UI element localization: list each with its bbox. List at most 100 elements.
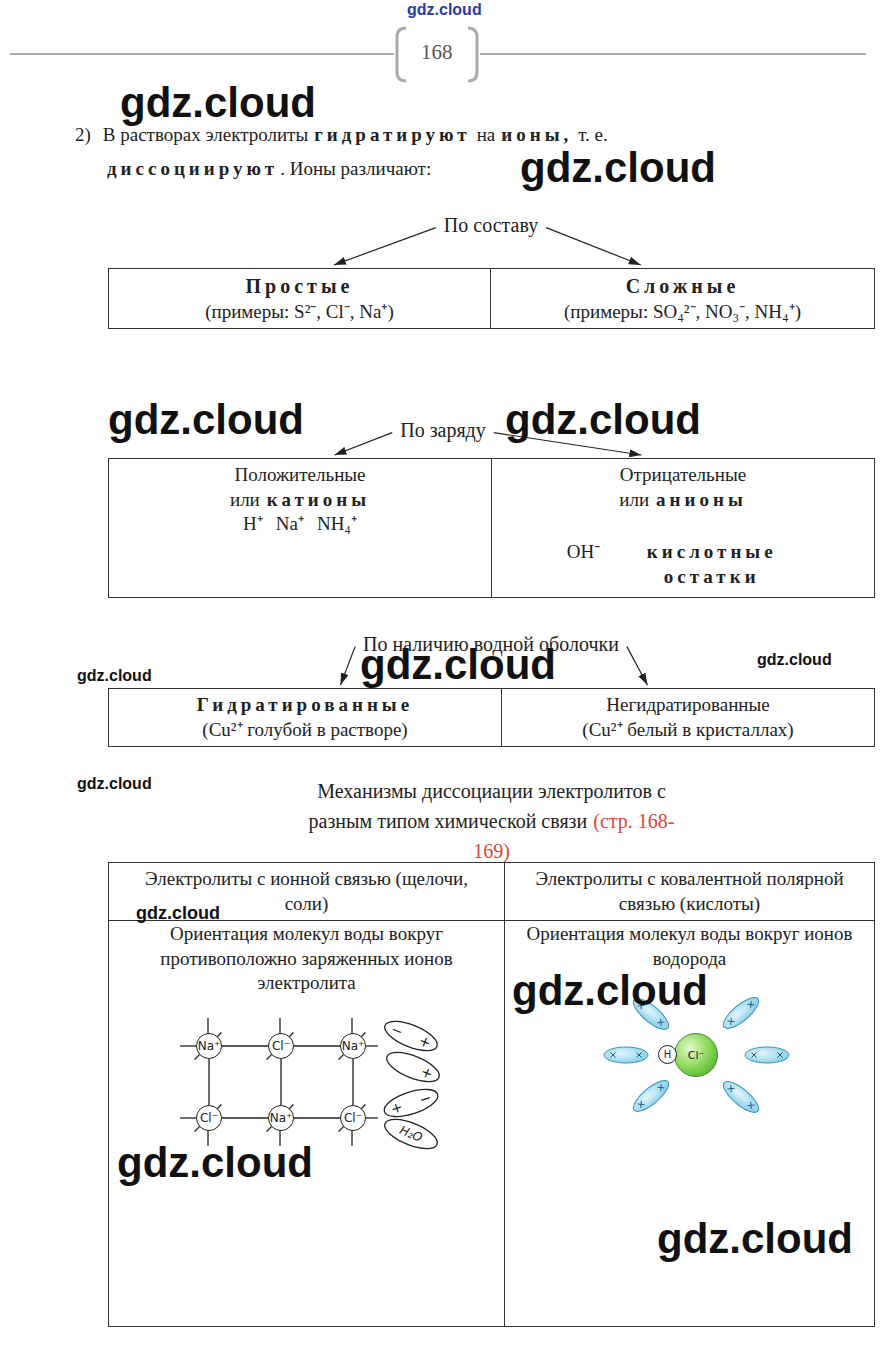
text-line: Отрицательные — [500, 463, 866, 488]
text-line: По заряду — [400, 417, 486, 443]
water-ellipse — [719, 993, 763, 1034]
text-line: Гидратированные — [117, 693, 493, 718]
hydrogen-atom: H — [658, 1045, 677, 1064]
text-line: Простые — [117, 273, 482, 300]
watermark: gdz.cloud — [108, 399, 304, 441]
node-text: H⁺ — [243, 513, 263, 534]
node-text: Электролиты с ковалентной полярной связь… — [535, 868, 843, 914]
water-molecule — [719, 1077, 763, 1118]
text-line: (примеры: SO₄²⁻, NO₃⁻, NH₄⁺) — [499, 300, 866, 325]
paragraph-text: 2) — [75, 124, 91, 145]
node-text: или — [230, 489, 260, 510]
page-bracket — [397, 28, 406, 81]
atom-symbol: Cl⁻ — [200, 1111, 218, 1125]
lattice-stub — [364, 1117, 378, 1118]
dipole-charges: −+ — [380, 1014, 443, 1058]
charge-mark — [657, 1084, 664, 1091]
tree-arrow — [334, 228, 436, 265]
dipole-ellipse — [381, 1084, 441, 1122]
watermark: gdz.cloud — [657, 1218, 853, 1260]
node-text: Ориентация молекул воды вокруг ионов вод… — [527, 923, 853, 969]
watermark: gdz.cloud — [407, 2, 482, 18]
water-molecule — [604, 1047, 648, 1063]
paragraph-text: ионы, — [501, 124, 572, 145]
tree-arrow — [340, 647, 355, 685]
atom-symbol: Cl⁻ — [688, 1049, 705, 1062]
header-rule — [10, 53, 394, 55]
charge-sign: + — [419, 1064, 435, 1081]
watermark: gdz.cloud — [360, 644, 556, 686]
water-molecule — [629, 1076, 673, 1117]
charge-sign: H₂O — [398, 1124, 424, 1144]
watermark: gdz.cloud — [117, 1142, 313, 1184]
charge-mark — [638, 1101, 645, 1108]
water-molecule — [745, 1047, 789, 1063]
atom-symbol: Na⁺ — [342, 1039, 365, 1053]
node-text: катионы — [267, 489, 370, 510]
charge-mark — [752, 1053, 757, 1058]
water-dipole: +− — [380, 1083, 443, 1124]
atom-symbol: Cl⁻ — [272, 1039, 290, 1053]
charge-mark — [747, 1102, 754, 1109]
dipole-charges: H₂O — [380, 1112, 443, 1156]
lattice-stub — [180, 1117, 196, 1118]
lattice-stub — [351, 1130, 352, 1146]
tree-arrow — [627, 647, 648, 685]
paragraph-text: . Ионы различают: — [280, 158, 431, 179]
water-dipole: H₂O — [380, 1112, 443, 1156]
type-box: ПоложительныеиликатионыH⁺Na⁺NH₄⁺ — [108, 458, 492, 598]
water-ellipse — [604, 1047, 648, 1063]
tree-arrow — [335, 433, 393, 455]
dipole-outline — [382, 1045, 445, 1089]
type-box: ОтрицательныеилианионыOH⁻кислотные остат… — [492, 458, 875, 598]
charge-mark — [747, 1001, 754, 1008]
text-line: H — [664, 1050, 672, 1060]
lattice-stub — [364, 1045, 378, 1046]
paragraph-text: диссоциируют — [107, 158, 278, 179]
charge-sign: − — [418, 1090, 433, 1107]
node-text: (примеры: S²⁻, Cl⁻, Na⁺) — [205, 301, 394, 322]
text-line: Электролиты с ковалентной полярной связь… — [535, 867, 844, 916]
node-text: По заряду — [400, 419, 486, 441]
paragraph-line: 2)В растворах электролитыгидратируютнаио… — [75, 124, 608, 146]
atom-symbol: Na⁺ — [270, 1111, 293, 1125]
header-rule — [480, 53, 866, 55]
lattice-stubs — [180, 1018, 378, 1146]
node-text: Негидратированные — [606, 694, 769, 715]
text-line: Na⁺ — [270, 1112, 293, 1124]
charge-sign: + — [389, 1099, 404, 1116]
water-ellipse — [629, 1076, 673, 1117]
charge-mark — [778, 1053, 783, 1058]
ion-circle: Cl⁻ — [268, 1033, 294, 1059]
watermark: gdz.cloud — [512, 970, 708, 1012]
node-text: Na⁺ — [276, 513, 304, 534]
text-line: Cl⁻ — [688, 1050, 705, 1061]
watermark: gdz.cloud — [136, 904, 220, 922]
text-line: Na⁺ — [342, 1040, 365, 1052]
node-text: (Cu²⁺ белый в кристаллах) — [582, 719, 793, 740]
lattice-bond — [294, 1117, 340, 1118]
charge-sign: − — [389, 1022, 405, 1039]
type-box: Гидратированные(Cu²⁺ голубой в растворе) — [108, 688, 502, 747]
type-box: Сложные(примеры: SO₄²⁻, NO₃⁻, NH₄⁺) — [491, 268, 875, 329]
dipole-ellipse — [381, 1015, 441, 1056]
charge-mark — [657, 1019, 664, 1026]
lattice-bond — [208, 1059, 209, 1105]
paragraph-text: на — [477, 124, 496, 145]
node-text: Отрицательные — [620, 464, 746, 485]
paragraph-text: т. е. — [578, 124, 608, 145]
lattice-bond — [352, 1059, 353, 1105]
watermark: gdz.cloud — [120, 82, 316, 124]
watermark: gdz.cloud — [77, 668, 152, 684]
text-line: OH⁻кислотные остатки — [500, 540, 866, 589]
category-heading: По заряду — [398, 417, 488, 443]
ion-circle: Cl⁻ — [340, 1105, 366, 1131]
text-line: Cl⁻ — [272, 1040, 290, 1052]
node-text: По составу — [444, 214, 538, 236]
dipole-ellipse — [383, 1046, 443, 1087]
text-line: (Cu²⁺ белый в кристаллах) — [510, 718, 866, 743]
ion-circle: Na⁺ — [196, 1033, 222, 1059]
ion-circle: Cl⁻ — [196, 1105, 222, 1131]
node-text: NH₄⁺ — [317, 513, 357, 534]
watermark: gdz.cloud — [520, 147, 716, 189]
